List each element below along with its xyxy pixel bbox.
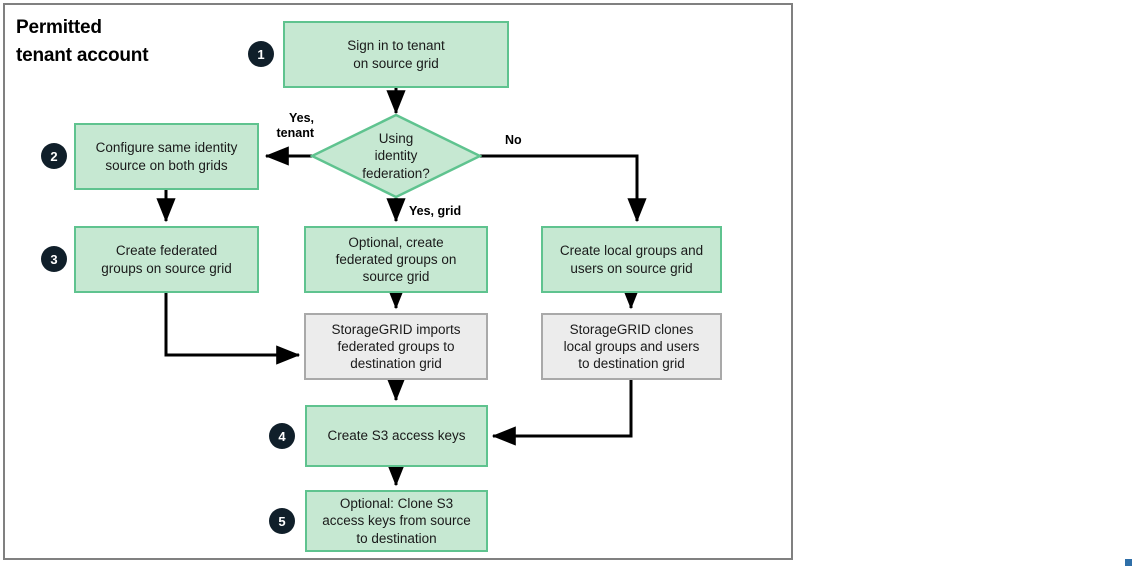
step-badge-4: 4: [269, 423, 295, 449]
edge-label-yes-tenant: Yes, tenant: [276, 111, 315, 140]
node-storagegrid-imports-federated[interactable]: StorageGRID imports federated groups to …: [304, 313, 488, 380]
edge-label-no: No: [505, 133, 522, 147]
edge-label-yes-grid: Yes, grid: [409, 204, 462, 218]
node-create-federated-groups[interactable]: Create federated groups on source grid: [74, 226, 259, 293]
page-title: Permitted tenant account: [16, 17, 149, 66]
node-storagegrid-clones-local[interactable]: StorageGRID clones local groups and user…: [541, 313, 722, 380]
node-sign-in[interactable]: Sign in to tenant on source grid: [283, 21, 509, 88]
step-badge-5: 5: [269, 508, 295, 534]
step-badge-3: 3: [41, 246, 67, 272]
step-badge-1: 1: [248, 41, 274, 67]
node-create-local-groups[interactable]: Create local groups and users on source …: [541, 226, 722, 293]
step-badge-2: 2: [41, 143, 67, 169]
resize-handle[interactable]: [1124, 558, 1133, 567]
node-decision-identity-federation[interactable]: Using identity federation?: [310, 113, 482, 199]
node-optional-federated-groups[interactable]: Optional, create federated groups on sou…: [304, 226, 488, 293]
node-clone-s3-access-keys[interactable]: Optional: Clone S3 access keys from sour…: [305, 490, 488, 552]
node-configure-identity-source[interactable]: Configure same identity source on both g…: [74, 123, 259, 190]
node-create-s3-access-keys[interactable]: Create S3 access keys: [305, 405, 488, 467]
decision-label: Using identity federation?: [362, 130, 430, 181]
